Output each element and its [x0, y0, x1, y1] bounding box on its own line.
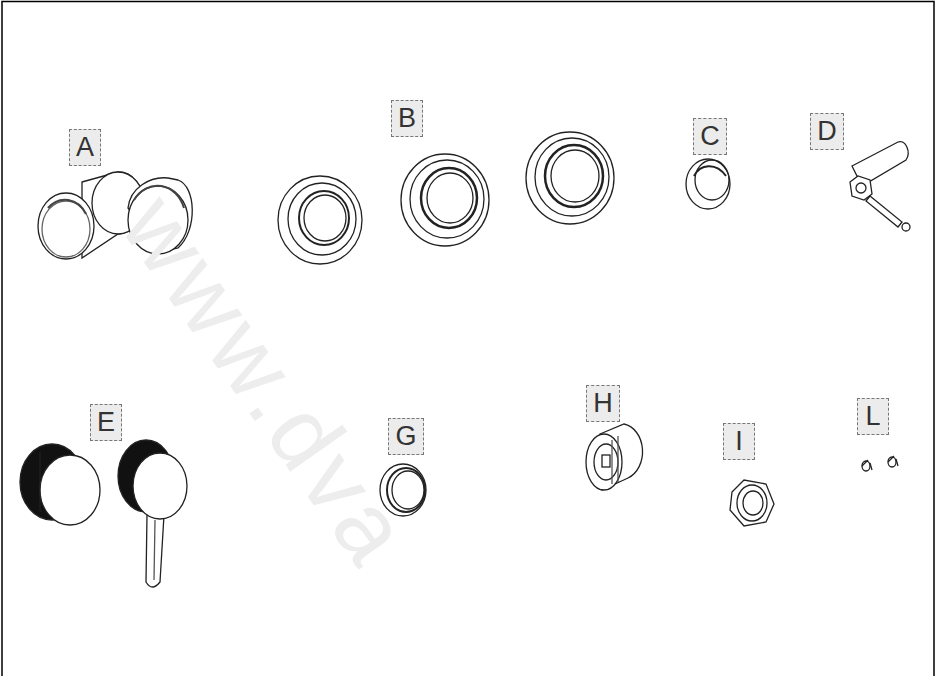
- hex-nut: [730, 480, 774, 526]
- part-label-box: H: [586, 385, 620, 422]
- part-label-box: C: [693, 118, 727, 155]
- part-letter: L: [865, 403, 880, 430]
- part-label-box: G: [388, 418, 423, 455]
- part-label-box: I: [723, 423, 755, 460]
- lever-handle: [118, 440, 187, 587]
- part-letter: G: [395, 423, 416, 450]
- rosette: [526, 132, 614, 224]
- knob: [20, 444, 100, 525]
- part-letter: I: [735, 428, 743, 455]
- rosette: [401, 154, 489, 246]
- extension: [850, 142, 910, 231]
- cartridge: [586, 424, 643, 490]
- part-label-box: B: [391, 100, 423, 137]
- rosette: [278, 176, 362, 264]
- part-label-box: A: [69, 129, 101, 166]
- part-label-box: E: [90, 404, 122, 441]
- part-label-box: D: [810, 113, 844, 150]
- part-letter: C: [700, 123, 720, 150]
- part-letter: A: [76, 134, 94, 161]
- cap: [686, 159, 730, 209]
- part-letter: B: [398, 105, 416, 132]
- part-letter: D: [817, 118, 837, 145]
- part-label-box: L: [857, 398, 889, 435]
- grub-screw: [862, 456, 898, 471]
- part-letter: H: [593, 390, 613, 417]
- part-letter: E: [97, 409, 115, 436]
